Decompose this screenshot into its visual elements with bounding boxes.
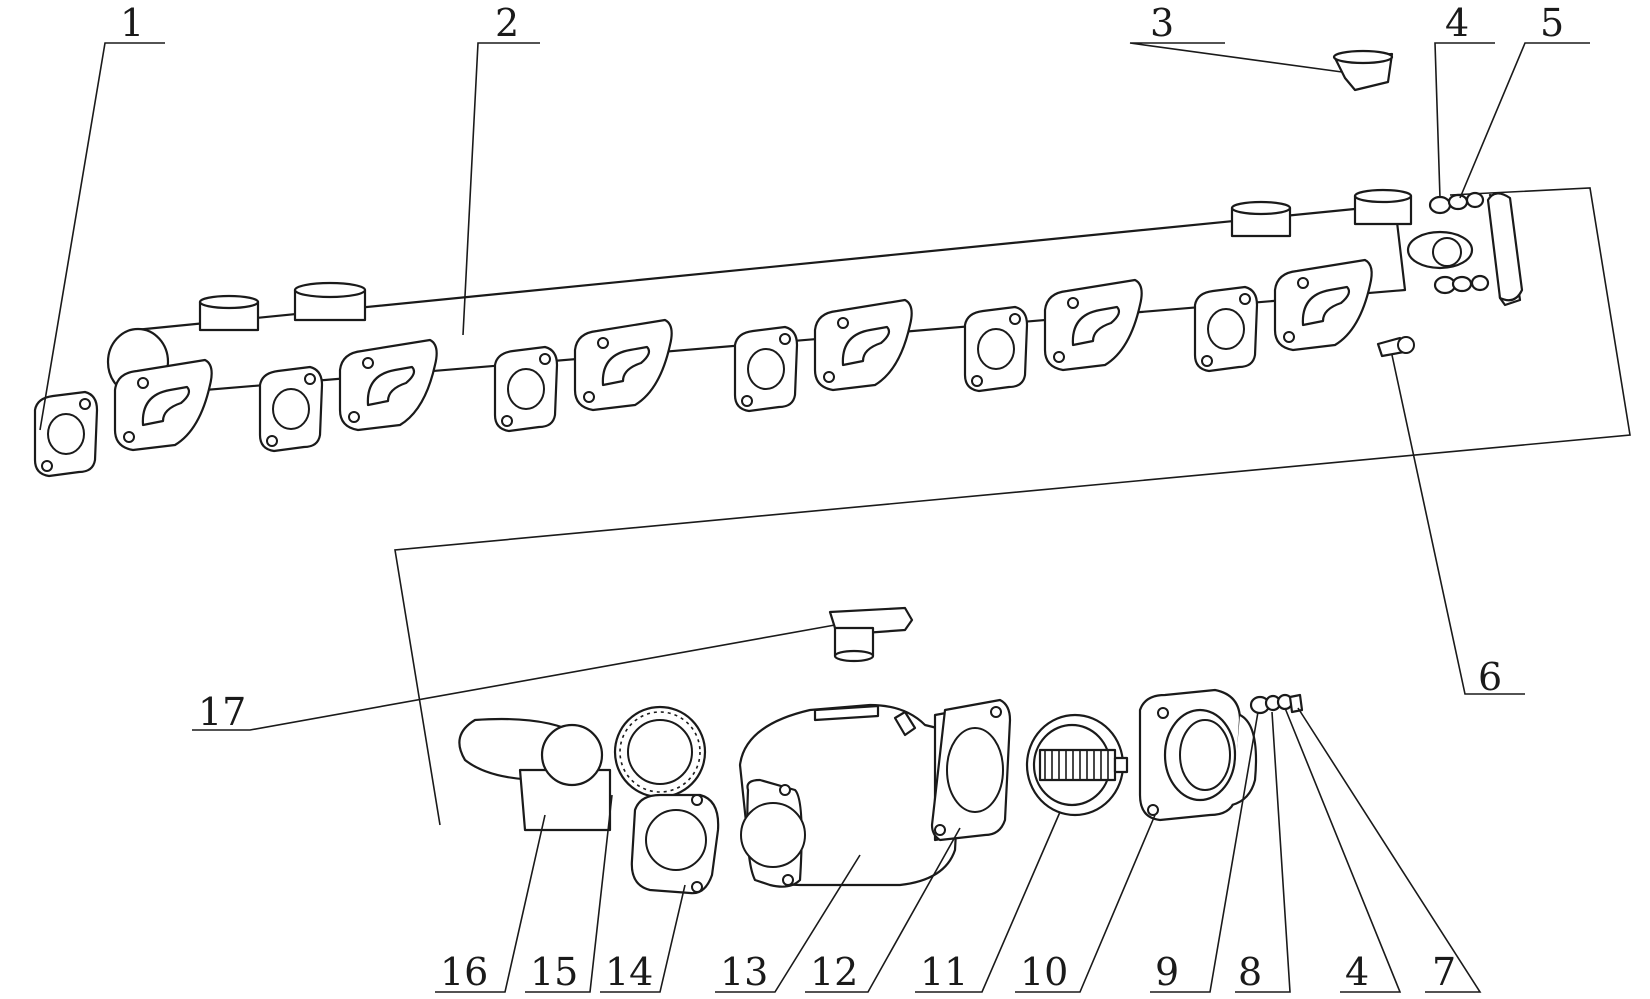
thermostat-part-11 xyxy=(1025,713,1129,817)
manifold-port-3 xyxy=(573,318,673,412)
leader-8 xyxy=(1235,711,1291,993)
leader-12 xyxy=(805,827,961,993)
bolt-hardware-group xyxy=(1249,693,1304,715)
leader-9 xyxy=(1150,711,1259,993)
leader-1 xyxy=(39,42,165,431)
assembly-boundary-upper xyxy=(394,187,1631,826)
leader-15 xyxy=(525,794,613,993)
leader-14 xyxy=(600,884,686,993)
leader-11 xyxy=(915,811,1061,993)
callout-10: 10 xyxy=(1020,950,1068,994)
leader-5 xyxy=(1459,42,1590,199)
flange-gasket-6 xyxy=(1193,285,1259,373)
callout-16: 16 xyxy=(440,950,488,994)
callout-labels: 1 2 3 4 5 6 17 16 15 14 13 12 11 10 9 8 … xyxy=(120,1,1564,994)
flange-bolts-bottom xyxy=(1433,274,1490,295)
flange-gasket-4 xyxy=(733,325,799,413)
leader-lines xyxy=(39,42,1590,993)
tube-boss-1 xyxy=(198,294,260,332)
cap-part-3 xyxy=(1332,49,1394,92)
leader-3 xyxy=(1129,42,1343,73)
thermostat-housing-assembly xyxy=(458,606,1304,895)
callout-4-upper: 4 xyxy=(1445,1,1469,45)
callout-8: 8 xyxy=(1238,950,1262,994)
leader-2 xyxy=(462,42,540,336)
manifold-port-4 xyxy=(813,298,913,392)
leader-10 xyxy=(1015,814,1156,993)
manifold-port-2 xyxy=(338,338,438,432)
gasket-part-12 xyxy=(930,698,1012,842)
callout-13: 13 xyxy=(720,950,768,994)
manifold-port-5 xyxy=(1043,278,1143,372)
manifold-port-6 xyxy=(1273,258,1373,352)
manifold-port-1 xyxy=(113,358,213,452)
callout-14: 14 xyxy=(605,950,653,994)
callout-4-lower: 4 xyxy=(1345,950,1369,994)
gasket-part-14 xyxy=(630,793,720,895)
leader-4-lower xyxy=(1284,707,1402,993)
thermostat-cover-part-10 xyxy=(1138,688,1258,822)
tube-boss-3 xyxy=(1230,200,1292,238)
flange-gasket-5 xyxy=(963,305,1029,393)
outlet-pipe-part-16 xyxy=(458,717,612,832)
seal-ring-part-15 xyxy=(613,705,707,799)
callout-11: 11 xyxy=(920,950,968,994)
tube-boss-4 xyxy=(1353,188,1413,226)
tube-boss-2 xyxy=(293,281,367,322)
callout-5: 5 xyxy=(1540,1,1564,45)
flange-gasket-3 xyxy=(493,345,559,433)
flange-gasket-2 xyxy=(258,365,324,453)
exhaust-manifold-assembly xyxy=(106,49,1631,826)
gasket-row xyxy=(33,258,1373,478)
elbow-fitting-part-17 xyxy=(828,606,914,663)
callout-7: 7 xyxy=(1432,950,1456,994)
callout-6: 6 xyxy=(1478,655,1502,699)
callout-15: 15 xyxy=(530,950,578,994)
callout-17: 17 xyxy=(198,690,246,734)
callout-12: 12 xyxy=(810,950,858,994)
callout-9: 9 xyxy=(1155,950,1179,994)
leader-4-upper xyxy=(1434,42,1495,199)
flange-gasket-1 xyxy=(33,390,99,478)
callout-3: 3 xyxy=(1150,1,1174,45)
plug-part-6 xyxy=(1376,336,1415,358)
flange-bolts-top xyxy=(1428,191,1485,215)
callout-2: 2 xyxy=(495,1,519,45)
leader-16 xyxy=(435,814,546,993)
leader-6 xyxy=(1391,354,1525,695)
callout-1: 1 xyxy=(120,1,144,45)
leader-17 xyxy=(192,624,836,731)
leader-7 xyxy=(1297,707,1482,993)
leader-13 xyxy=(715,854,861,993)
